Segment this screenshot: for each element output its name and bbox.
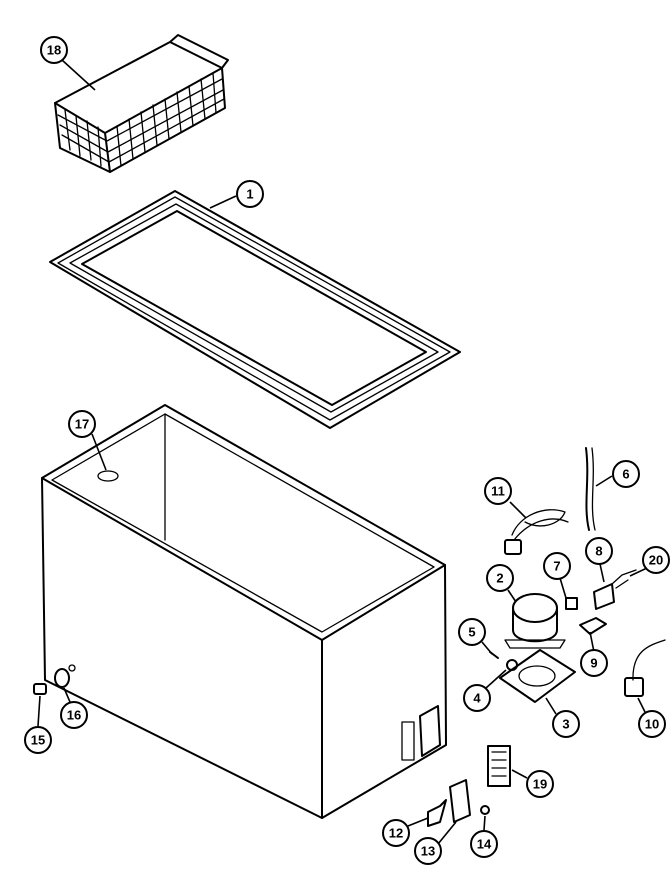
svg-text:11: 11 <box>491 484 505 499</box>
callout-18: 18 <box>40 36 68 64</box>
callout-13: 13 <box>414 837 442 865</box>
relay <box>565 597 578 610</box>
callout-12: 12 <box>382 819 410 847</box>
svg-text:5: 5 <box>468 625 475 640</box>
svg-text:8: 8 <box>595 544 602 559</box>
bracket <box>449 779 471 823</box>
svg-text:10: 10 <box>645 717 659 732</box>
callout-11: 11 <box>484 477 512 505</box>
svg-text:13: 13 <box>421 844 435 859</box>
callout-14: 14 <box>470 830 498 858</box>
svg-text:17: 17 <box>75 417 89 432</box>
lead-wires <box>611 569 637 589</box>
callout-7: 7 <box>543 552 571 580</box>
svg-text:9: 9 <box>590 656 597 671</box>
callout-6: 6 <box>612 460 640 488</box>
callout-3: 3 <box>552 710 580 738</box>
leader-lines <box>37 59 648 845</box>
svg-text:2: 2 <box>496 571 503 586</box>
power-cord <box>624 639 666 697</box>
callout-9: 9 <box>580 649 608 677</box>
grommet <box>489 651 518 671</box>
hinge <box>427 799 447 827</box>
grille <box>487 745 511 787</box>
callout-15: 15 <box>24 726 52 754</box>
lid <box>49 190 461 429</box>
relay-cover <box>579 617 607 635</box>
callout-17: 17 <box>68 410 96 438</box>
svg-text:20: 20 <box>649 553 663 568</box>
svg-text:4: 4 <box>473 691 481 706</box>
wire-harness <box>504 509 569 555</box>
wire-basket <box>54 34 229 173</box>
callout-10: 10 <box>638 710 666 738</box>
svg-text:15: 15 <box>31 733 45 748</box>
svg-text:16: 16 <box>67 708 81 723</box>
plug <box>480 805 490 815</box>
callout-4: 4 <box>463 684 491 712</box>
svg-text:1: 1 <box>246 187 253 202</box>
drain-tube <box>585 447 596 531</box>
callout-1: 1 <box>236 180 264 208</box>
compressor-base <box>499 649 576 703</box>
svg-text:12: 12 <box>389 826 403 841</box>
freezer-cabinet <box>41 404 447 819</box>
svg-text:7: 7 <box>553 559 560 574</box>
callout-5: 5 <box>458 618 486 646</box>
drain-plug <box>33 668 70 695</box>
svg-text:6: 6 <box>622 467 629 482</box>
svg-text:3: 3 <box>562 717 569 732</box>
svg-text:18: 18 <box>47 43 61 58</box>
svg-text:14: 14 <box>477 837 492 852</box>
callout-16: 16 <box>60 701 88 729</box>
overload <box>593 583 615 610</box>
svg-text:19: 19 <box>533 777 547 792</box>
callout-19: 19 <box>526 770 554 798</box>
compressor <box>504 593 566 649</box>
callout-8: 8 <box>585 537 613 565</box>
callout-2: 2 <box>486 564 514 592</box>
callout-20: 20 <box>642 546 670 574</box>
